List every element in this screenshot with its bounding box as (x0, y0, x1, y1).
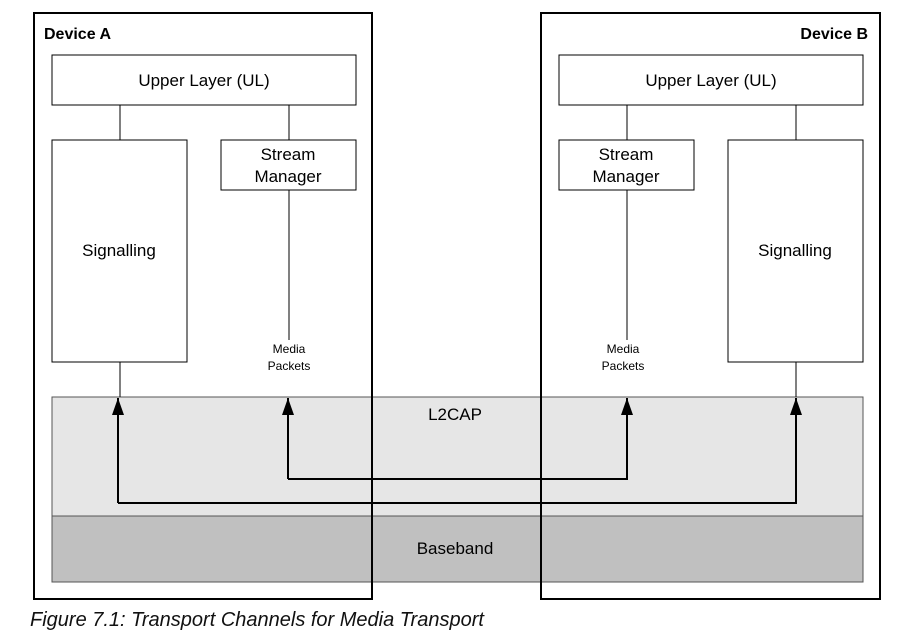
device-a-signalling-label: Signalling (82, 241, 156, 260)
l2cap-label: L2CAP (428, 405, 482, 424)
device-a-media-packets-line1: Media (273, 342, 306, 356)
device-b-title: Device B (800, 26, 868, 43)
device-b-stream-manager-box (558, 139, 695, 191)
device-b-signalling-box (727, 139, 864, 363)
signalling-channel-arrow-b (790, 398, 802, 415)
device-a-title: Device A (44, 26, 111, 43)
device-b-stream-manager-line2: Manager (592, 167, 659, 186)
device-a: Device A Upper Layer (UL) Signalling Str… (33, 12, 373, 600)
baseband-label: Baseband (417, 539, 494, 558)
device-b-stream-manager-line1: Stream (599, 145, 654, 164)
device-a-stream-manager-line2: Manager (254, 167, 321, 186)
signalling-channel (117, 398, 797, 504)
device-b-frame (540, 12, 881, 600)
media-channel-arrow-a (282, 398, 294, 415)
device-b-upper-layer-label: Upper Layer (UL) (645, 71, 776, 90)
device-a-signalling-box (51, 139, 188, 363)
device-b-signalling-label: Signalling (758, 241, 832, 260)
media-channel-arrow-b (621, 398, 633, 415)
device-b: Device B Upper Layer (UL) Stream Manager… (540, 12, 881, 600)
signalling-channel-arrow-a (112, 398, 124, 415)
device-a-upper-layer-box (51, 54, 357, 106)
l2cap-band (51, 396, 864, 517)
device-a-media-packets-line2: Packets (268, 359, 311, 373)
device-a-stream-manager-box (220, 139, 357, 191)
baseband-band (51, 515, 864, 583)
device-b-media-packets-line2: Packets (602, 359, 645, 373)
device-a-stream-manager-line1: Stream (261, 145, 316, 164)
device-a-frame (33, 12, 373, 600)
device-b-media-packets-line1: Media (607, 342, 640, 356)
device-b-upper-layer-box (558, 54, 864, 106)
device-a-upper-layer-label: Upper Layer (UL) (138, 71, 269, 90)
figure-caption: Figure 7.1: Transport Channels for Media… (30, 609, 485, 631)
